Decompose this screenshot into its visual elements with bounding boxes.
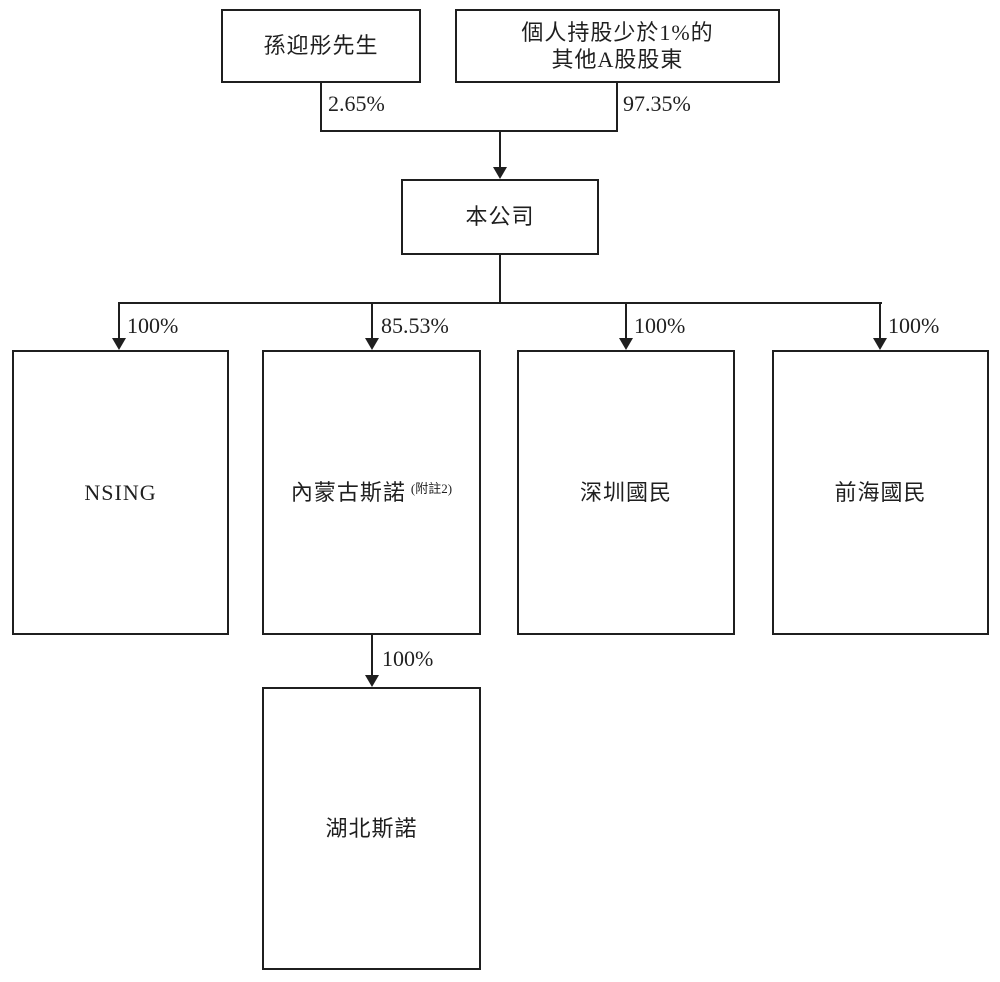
ownership-label-nsing: 100%	[127, 313, 179, 338]
node-sun-yingtong-label: 孫迎彤先生	[263, 33, 379, 59]
node-sun-yingtong: 孫迎彤先生	[221, 9, 421, 83]
arrowhead-qianhai-icon	[873, 338, 887, 350]
node-inner-mongolia-snow-labelwrap: 內蒙古斯諾(附註2)	[291, 479, 452, 507]
connector-inner-mongolia-vertical	[371, 302, 373, 340]
node-hubei-snow-label: 湖北斯諾	[325, 815, 418, 841]
node-hubei-snow: 湖北斯諾	[262, 687, 481, 970]
node-qianhai-guomin-label: 前海國民	[834, 479, 927, 505]
connector-qianhai-vertical	[879, 302, 881, 340]
ownership-label-shenzhen: 100%	[634, 313, 686, 338]
node-inner-mongolia-snow-label: 內蒙古斯諾	[290, 479, 406, 505]
arrowhead-nsing-icon	[112, 338, 126, 350]
node-other-a-share-holders-label-line1: 個人持股少於1%的	[521, 19, 714, 45]
node-shenzhen-guomin: 深圳國民	[517, 350, 735, 635]
node-shenzhen-guomin-label: 深圳國民	[579, 479, 672, 505]
connector-sun-vertical	[320, 82, 322, 132]
node-nsing-label: NSING	[84, 479, 157, 505]
ownership-label-hubei: 100%	[382, 646, 434, 671]
connector-branch-horizontal	[118, 302, 882, 304]
ownership-label-public: 97.35%	[623, 91, 691, 116]
connector-top-horizontal	[320, 130, 618, 132]
connector-company-inbound	[499, 130, 501, 170]
ownership-label-sun: 2.65%	[328, 91, 385, 116]
connector-company-outbound	[499, 255, 501, 304]
connector-public-vertical	[616, 82, 618, 132]
arrowhead-shenzhen-icon	[619, 338, 633, 350]
ownership-label-inner-mongolia: 85.53%	[381, 313, 449, 338]
ownership-label-qianhai: 100%	[888, 313, 940, 338]
arrowhead-inner-mongolia-icon	[365, 338, 379, 350]
connector-hubei-vertical	[371, 635, 373, 677]
arrowhead-hubei-icon	[365, 675, 379, 687]
node-company: 本公司	[401, 179, 599, 255]
connector-shenzhen-vertical	[625, 302, 627, 340]
node-company-label: 本公司	[465, 204, 535, 230]
node-qianhai-guomin: 前海國民	[772, 350, 989, 635]
node-inner-mongolia-snow-note: (附註2)	[410, 480, 453, 496]
node-other-a-share-holders-label-line2: 其他A股股東	[551, 47, 684, 72]
node-other-a-share-holders: 個人持股少於1%的 其他A股股東	[455, 9, 780, 83]
arrowhead-company-icon	[493, 167, 507, 179]
connector-nsing-vertical	[118, 302, 120, 340]
node-inner-mongolia-snow: 內蒙古斯諾(附註2)	[262, 350, 481, 635]
node-nsing: NSING	[12, 350, 229, 635]
